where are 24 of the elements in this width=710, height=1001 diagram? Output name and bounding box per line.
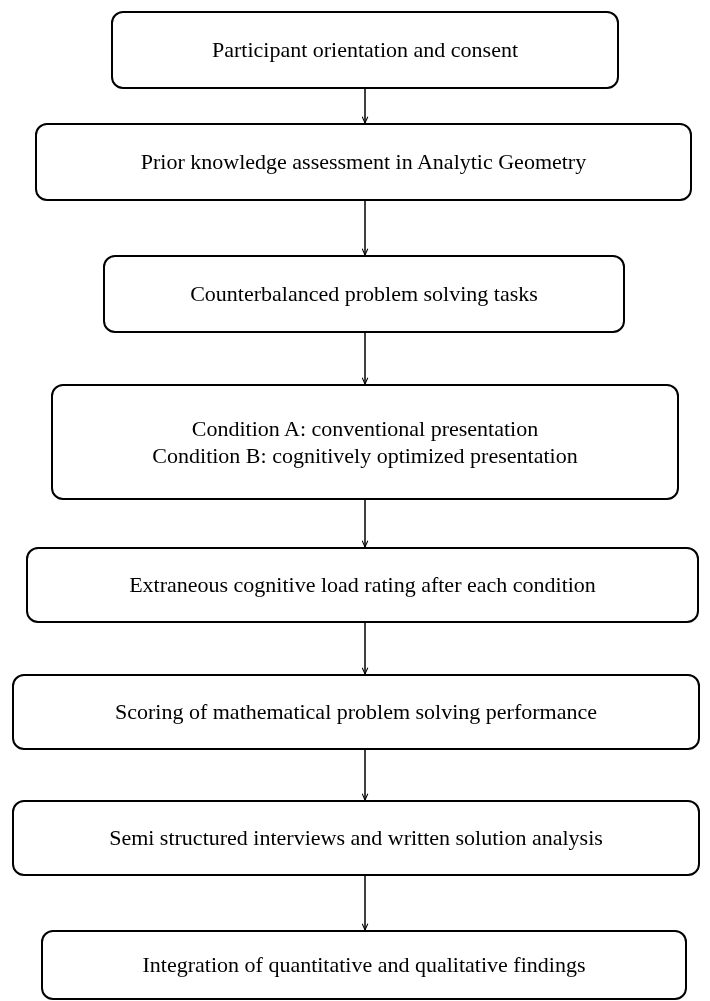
arrow [361, 499, 369, 548]
arrow [361, 875, 369, 931]
step-text: Integration of quantitative and qualitative findings [142, 951, 586, 979]
arrow [361, 200, 369, 256]
arrow [361, 88, 369, 124]
process-box [111, 11, 619, 89]
arrow [361, 749, 369, 801]
step-text: Scoring of mathematical problem solving performance [115, 698, 597, 726]
step-text: Condition A: conventional presentation [191, 414, 539, 442]
process-box [51, 384, 679, 500]
process-box [35, 123, 692, 201]
arrow [361, 622, 369, 675]
arrow [361, 332, 369, 385]
step-text: Extraneous cognitive load rating after each condition [129, 571, 596, 599]
step-text: Counterbalanced problem solving tasks [190, 280, 538, 308]
step-text: Semi structured interviews and written solution analysis [109, 824, 603, 852]
step-text: Condition B: cognitively optimized presentation [152, 442, 578, 470]
process-box [103, 255, 625, 333]
process-box [12, 674, 700, 750]
step-text: Prior knowledge assessment in Analytic Geometry [140, 148, 587, 176]
process-box [26, 547, 699, 623]
process-box [41, 930, 687, 1000]
step-text: Participant orientation and consent [211, 36, 519, 64]
process-box [12, 800, 700, 876]
